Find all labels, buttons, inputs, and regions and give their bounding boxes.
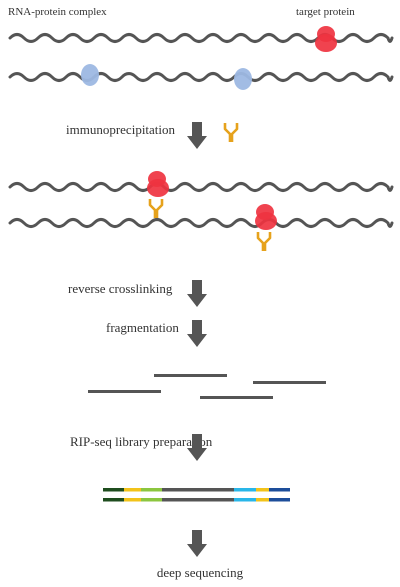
rna-fragment xyxy=(253,381,326,384)
insert-segment xyxy=(162,498,234,502)
step-label-immunoprecipitation: immunoprecipitation xyxy=(66,122,176,137)
target-protein-label: target protein xyxy=(296,6,355,18)
sequencing-library-construct xyxy=(103,488,290,502)
adapter-segment xyxy=(141,498,162,502)
antibody-icon xyxy=(148,199,164,218)
target-protein-icon xyxy=(255,204,277,230)
adapter-segment xyxy=(256,488,269,492)
rna-strand xyxy=(8,182,394,192)
protein-icon xyxy=(81,64,99,86)
antibody-icon xyxy=(223,123,239,142)
insert-segment xyxy=(162,488,234,492)
rna-fragment xyxy=(154,374,227,377)
target-protein-icon xyxy=(147,171,169,197)
rna-fragment xyxy=(200,396,273,399)
target-protein-icon xyxy=(315,26,337,52)
step-label-deep-sequencing: deep sequencing xyxy=(157,565,244,580)
adapter-segment xyxy=(256,498,269,502)
rna-fragment xyxy=(88,390,161,393)
adapter-segment xyxy=(124,498,141,502)
step-label-library-preparation: RIP-seq library preparation xyxy=(70,434,213,449)
adapter-segment xyxy=(234,498,256,502)
antibody-icon xyxy=(256,232,272,251)
stage-rna-protein-complex xyxy=(8,26,394,90)
adapter-segment xyxy=(269,498,290,502)
step-label-reverse-crosslinking: reverse crosslinking xyxy=(68,281,173,296)
down-arrow-icon xyxy=(187,530,207,557)
rna-strand xyxy=(8,72,394,82)
adapter-segment xyxy=(269,488,290,492)
adapter-segment xyxy=(103,498,124,502)
down-arrow-icon xyxy=(187,320,207,347)
rna-protein-complex-label: RNA-protein complex xyxy=(8,6,107,18)
protein-icon xyxy=(234,68,252,90)
step-label-fragmentation: fragmentation xyxy=(106,320,179,335)
down-arrow-icon xyxy=(187,280,207,307)
down-arrow-icon xyxy=(187,122,207,149)
adapter-segment xyxy=(234,488,256,492)
adapter-segment xyxy=(141,488,162,492)
adapter-segment xyxy=(124,488,141,492)
stage-immunoprecipitated-complex xyxy=(8,171,394,251)
rna-fragments xyxy=(88,374,326,399)
down-arrow-icon xyxy=(187,434,207,461)
adapter-segment xyxy=(103,488,124,492)
rna-strand xyxy=(8,218,394,228)
